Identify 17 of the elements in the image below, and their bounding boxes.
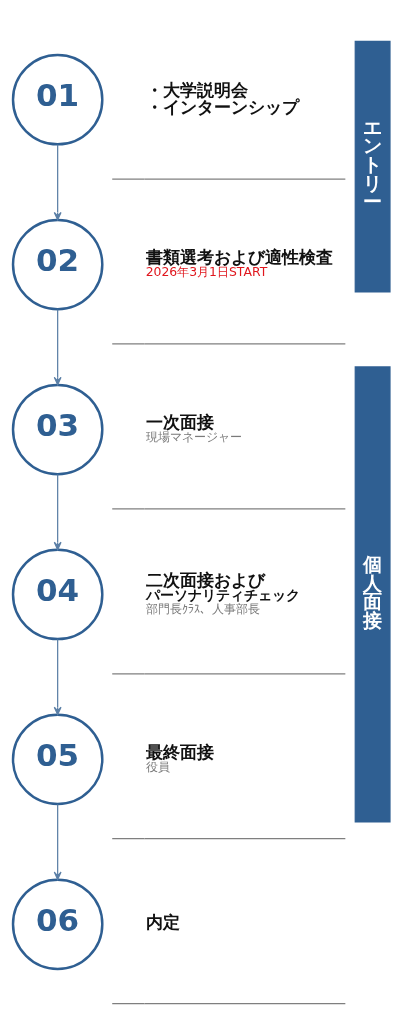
node-label: 内定 [145,912,180,933]
node-circle: 05 [11,713,104,806]
node-box: 個人面接 [354,366,391,823]
node-circle: 02 [11,218,104,311]
node-circle: 03 [11,383,104,476]
node-circle: 01 [11,53,104,146]
arrow [53,803,62,881]
node-circle: 06 [11,878,104,971]
node-label: 部門長ｸﾗｽ、人事部長 [145,601,260,617]
arrow [53,144,62,221]
node-label: 一次面接 [145,411,214,432]
node-circle: 04 [11,548,104,641]
arrow [53,309,62,386]
node-label: 最終面接 [145,741,214,762]
arrow [53,473,62,551]
node-box: エントリー [354,40,391,293]
arrow [53,638,62,716]
